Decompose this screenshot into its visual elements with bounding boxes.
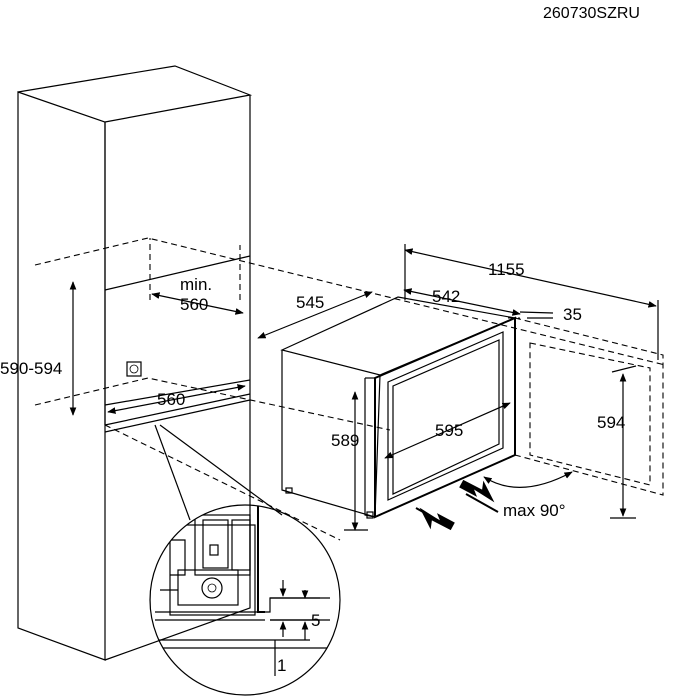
label-door-angle: max 90° [503,501,566,520]
dimension-niche-width: 560 [107,384,246,414]
reference-code: 260730SZRU [543,5,640,22]
tall-cabinet [17,65,253,661]
dimension-total-depth: 1155 [404,244,659,360]
label-inner-depth: 542 [432,287,460,306]
dimension-niche-height: 590-594 [0,281,77,416]
open-door-outline [508,317,664,496]
label-min: min. [180,275,212,294]
label-appliance-depth: 545 [296,293,324,312]
dimension-door-thickness: 35 [519,305,582,324]
dimension-door-angle: max 90° [483,471,573,520]
socket-icon [126,361,142,377]
airflow-arrows [415,479,499,531]
dimension-appliance-height: 589 [331,391,368,531]
label-appliance-width: 595 [435,421,463,440]
detail-callout: 5 1 [149,424,341,696]
dimension-inner-depth: 542 [403,287,521,316]
label-total-depth: 1155 [488,260,525,279]
dimension-niche-min-depth: min. 560 [151,275,244,315]
label-door-thickness: 35 [563,305,582,324]
appliance [280,296,518,519]
label-min-depth-value: 560 [180,295,208,314]
label-niche-width: 560 [157,390,185,409]
label-detail-gap-top: 5 [311,611,320,630]
label-door-height: 594 [597,413,625,432]
dimension-door-height: 594 [597,365,637,519]
guide-lines [34,237,666,541]
label-detail-gap-bottom: 1 [277,656,286,675]
label-appliance-height: 589 [331,431,359,450]
dimension-appliance-depth: 545 [257,291,373,339]
label-niche-height: 590-594 [0,359,62,378]
dimension-appliance-width: 595 [384,402,511,459]
